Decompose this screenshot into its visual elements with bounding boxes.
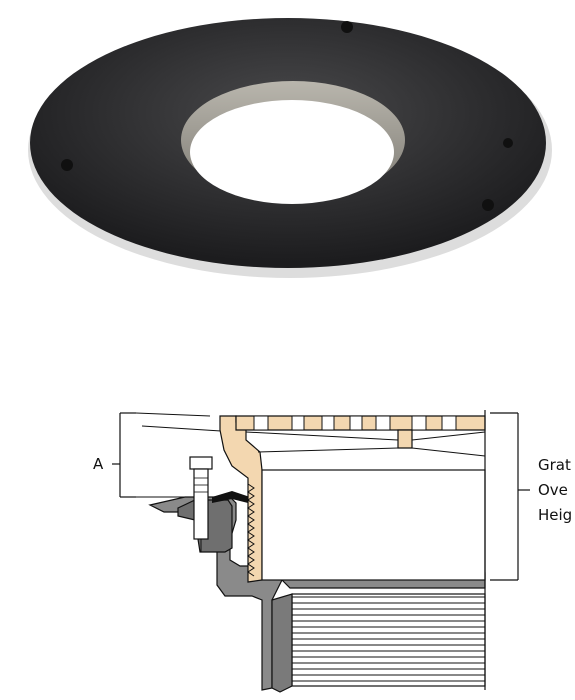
dimension-a-label: A <box>93 455 104 473</box>
grate-top <box>235 415 486 457</box>
spigot-threads <box>291 593 486 687</box>
inner-bore <box>261 469 486 581</box>
spigot-edge <box>271 593 293 693</box>
bolt-hole-icon <box>482 199 494 211</box>
grate-label-line-2: Ove <box>538 481 568 499</box>
drain-section-diagram: A <box>93 410 572 693</box>
grate-label-line-3: Heig <box>538 506 572 524</box>
ring-bore-hole <box>190 100 394 204</box>
clamp-bolt <box>189 456 213 552</box>
gasket <box>212 491 250 503</box>
dimension-a: A <box>93 412 136 498</box>
grate-height-dimension: Grat Ove Heig <box>490 412 572 581</box>
bolt-hole-icon <box>503 138 513 148</box>
leader-line-top <box>135 412 211 417</box>
flange-ring-photo <box>28 18 552 278</box>
casting-threads <box>247 483 255 577</box>
leader-line-upper <box>141 425 222 432</box>
bolt-hole-icon <box>61 159 73 171</box>
grate-label-line-1: Grat <box>538 456 571 474</box>
bolt-hole-icon <box>341 21 353 33</box>
